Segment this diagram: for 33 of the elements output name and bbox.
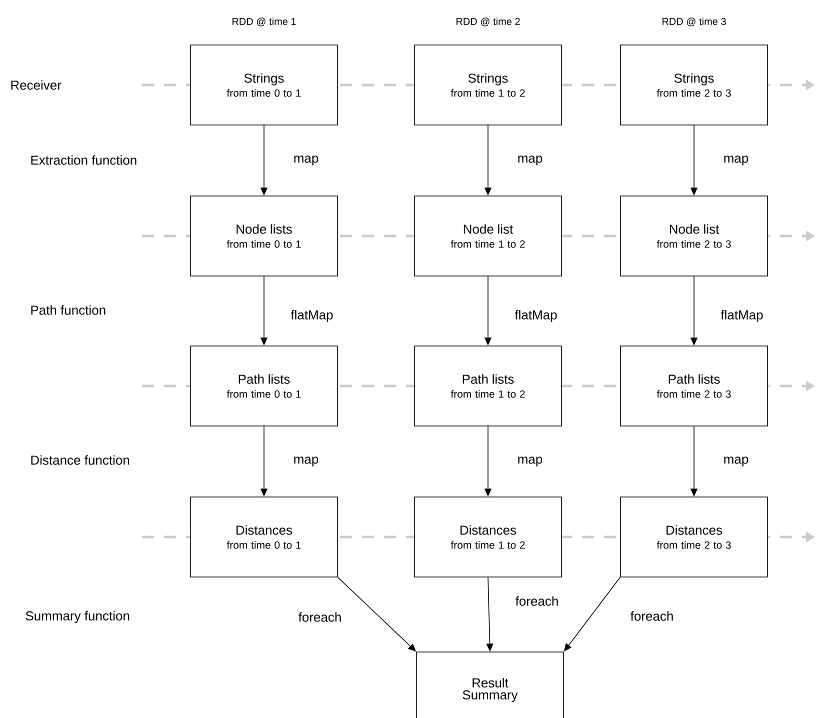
edge-label: foreach bbox=[514, 595, 560, 607]
process-box: Strings from time 0 to 1 bbox=[190, 44, 338, 126]
edge-label: map bbox=[292, 456, 320, 468]
process-box: Distances from time 1 to 2 bbox=[414, 496, 562, 578]
row-label: Distance function bbox=[31, 455, 130, 465]
edge-label: foreach bbox=[629, 610, 675, 622]
process-box: Node list from time 2 to 3 bbox=[620, 196, 768, 276]
edge-label: map bbox=[722, 456, 750, 468]
process-box: Path lists from time 1 to 2 bbox=[414, 346, 562, 426]
edge-label: map bbox=[516, 154, 544, 166]
edge-label: map bbox=[292, 154, 320, 166]
row-label: Receiver bbox=[11, 80, 62, 90]
process-box: Node lists from time 0 to 1 bbox=[190, 196, 338, 276]
edge-label: map bbox=[722, 154, 750, 166]
process-box: Distances from time 2 to 3 bbox=[620, 496, 768, 578]
process-box: Path lists from time 2 to 3 bbox=[620, 346, 768, 426]
row-label: Path function bbox=[31, 305, 106, 315]
process-box: Path lists from time 0 to 1 bbox=[190, 346, 338, 426]
process-box: Strings from time 1 to 2 bbox=[414, 44, 562, 126]
process-box: Distances from time 0 to 1 bbox=[190, 496, 338, 578]
column-heading: RDD @ time 1 bbox=[232, 18, 296, 26]
edge-label: flatMap bbox=[720, 308, 764, 324]
column-heading: RDD @ time 3 bbox=[662, 18, 726, 26]
edge-label: map bbox=[516, 456, 544, 468]
process-box: Strings from time 2 to 3 bbox=[620, 44, 768, 126]
edge-label: flatMap bbox=[290, 308, 334, 324]
process-box: Result Summary bbox=[416, 652, 564, 718]
edge-label: foreach bbox=[297, 611, 343, 623]
row-label: Extraction function bbox=[31, 155, 136, 165]
process-box: Node list from time 1 to 2 bbox=[414, 196, 562, 276]
row-label: Summary function bbox=[26, 610, 130, 624]
edge-label: flatMap bbox=[514, 308, 558, 324]
column-heading: RDD @ time 2 bbox=[456, 18, 520, 26]
